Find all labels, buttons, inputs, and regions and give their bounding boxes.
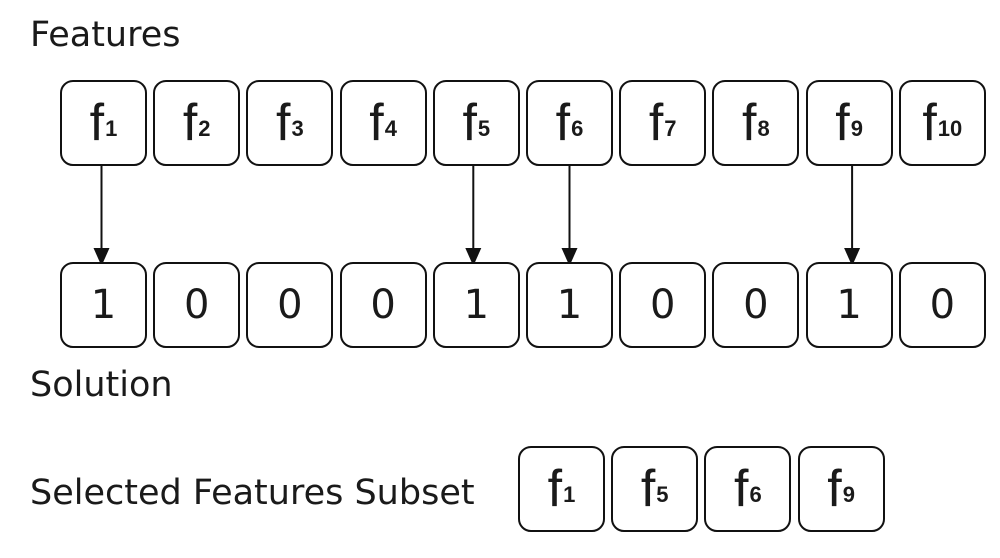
- feature-letter: f: [648, 94, 664, 152]
- feature-index: 7: [664, 116, 677, 141]
- subset-heading: Selected Features Subset: [30, 473, 475, 513]
- solution-bit-8: 0: [712, 262, 800, 348]
- feature-index: 6: [571, 116, 584, 141]
- feature-letter: f: [547, 460, 563, 518]
- feature-index: 9: [850, 116, 863, 141]
- feature-letter: f: [369, 94, 384, 152]
- feature-index: 6: [749, 482, 762, 507]
- feature-index: 9: [842, 482, 855, 507]
- solution-bit-5: 1: [432, 262, 520, 348]
- solution-bit-4: 0: [339, 262, 427, 348]
- solution-bit-3: 0: [246, 262, 334, 348]
- feature-index: 1: [105, 116, 118, 141]
- feature-index: 5: [656, 482, 669, 507]
- feature-letter: f: [835, 94, 850, 152]
- feature-letter: f: [734, 460, 749, 518]
- solution-bit-7: 0: [619, 262, 707, 348]
- solution-bit-6: 1: [526, 262, 613, 348]
- solution-bit-2: 0: [153, 262, 241, 348]
- feature-letter: f: [922, 94, 937, 152]
- feature-index: 4: [384, 116, 397, 141]
- feature-index: 10: [937, 116, 963, 141]
- solution-heading: Solution: [30, 365, 173, 405]
- solution-bit-10: 0: [898, 262, 986, 348]
- solution-bit-9: 1: [805, 262, 893, 348]
- feature-letter: f: [182, 94, 198, 152]
- feature-letter: f: [462, 94, 477, 152]
- feature-index: 5: [477, 116, 491, 141]
- solution-bit-1: 1: [60, 262, 147, 348]
- feature-index: 2: [198, 116, 211, 141]
- feature-letter: f: [827, 460, 842, 518]
- feature-index: 1: [563, 482, 576, 507]
- feature-letter: f: [276, 94, 291, 152]
- feature-letter: f: [640, 460, 656, 518]
- feature-index: 8: [757, 116, 770, 141]
- feature-letter: f: [89, 94, 105, 152]
- feature-index: 3: [291, 116, 304, 141]
- feature-letter: f: [555, 94, 571, 152]
- features-heading: Features: [30, 15, 181, 55]
- feature-letter: f: [742, 94, 757, 152]
